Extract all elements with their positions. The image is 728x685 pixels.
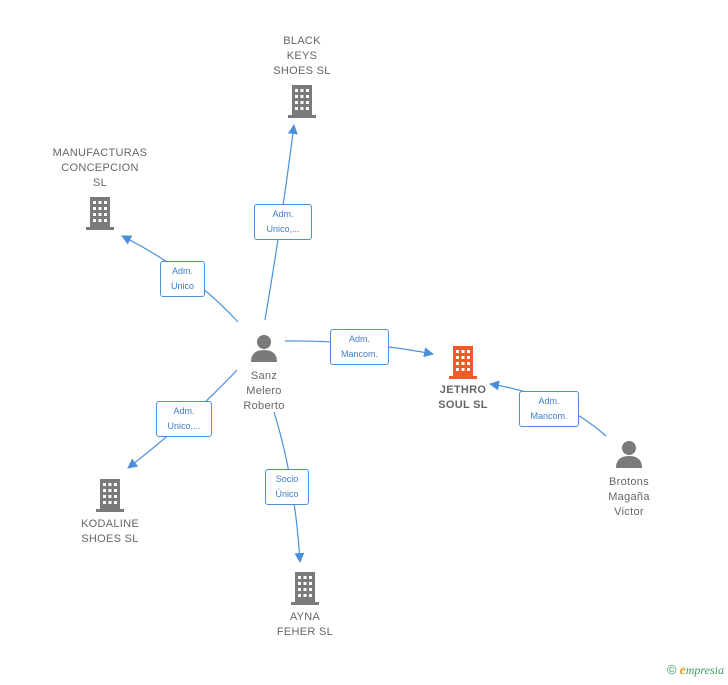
person-label: Sanz Melero Roberto (243, 370, 285, 412)
company-label: BLACK KEYS SHOES SL (273, 35, 331, 77)
person-node-brotons[interactable]: Brotons Magaña Victor (592, 439, 666, 520)
company-label: KODALINE SHOES SL (80, 518, 140, 545)
edge-label-sanz-black-keys[interactable]: Adm. Unico,... (254, 204, 312, 240)
company-node-ayna[interactable]: AYNA FEHER SL (265, 570, 345, 640)
person-label: Brotons Magaña Victor (608, 476, 650, 518)
building-icon (449, 346, 477, 379)
company-node-kodaline[interactable]: KODALINE SHOES SL (70, 477, 150, 547)
company-label: AYNA FEHER SL (276, 611, 334, 638)
company-node-manufacturas[interactable]: MANUFACTURAS CONCEPCION SL (47, 146, 153, 231)
building-icon (291, 572, 319, 605)
edge-label-sanz-kodaline[interactable]: Adm. Unico,... (156, 401, 212, 437)
company-label: JETHRO SOUL SL (438, 384, 488, 411)
copyright-icon: © (666, 662, 677, 677)
company-node-jethro[interactable]: JETHRO SOUL SL (426, 344, 500, 413)
brand-initial: e (679, 663, 686, 678)
building-icon (288, 85, 316, 118)
edge-label-sanz-jethro[interactable]: Adm. Mancom. (330, 329, 389, 365)
building-icon (86, 197, 114, 230)
edge-label-brotons-jethro[interactable]: Adm. Mancom. (519, 391, 579, 427)
edge-label-sanz-manufacturas[interactable]: Adm. Unico (160, 261, 205, 297)
edge-label-sanz-ayna[interactable]: Socio Único (265, 469, 309, 505)
empresia-watermark: © empresia (667, 662, 724, 679)
company-node-black-keys[interactable]: BLACK KEYS SHOES SL (262, 34, 342, 119)
company-label: MANUFACTURAS CONCEPCION SL (52, 147, 148, 189)
building-icon (96, 479, 124, 512)
brand-name: mpresia (685, 663, 724, 677)
person-icon (616, 441, 642, 468)
person-node-sanz[interactable]: Sanz Melero Roberto (226, 333, 302, 414)
person-icon (251, 335, 277, 362)
